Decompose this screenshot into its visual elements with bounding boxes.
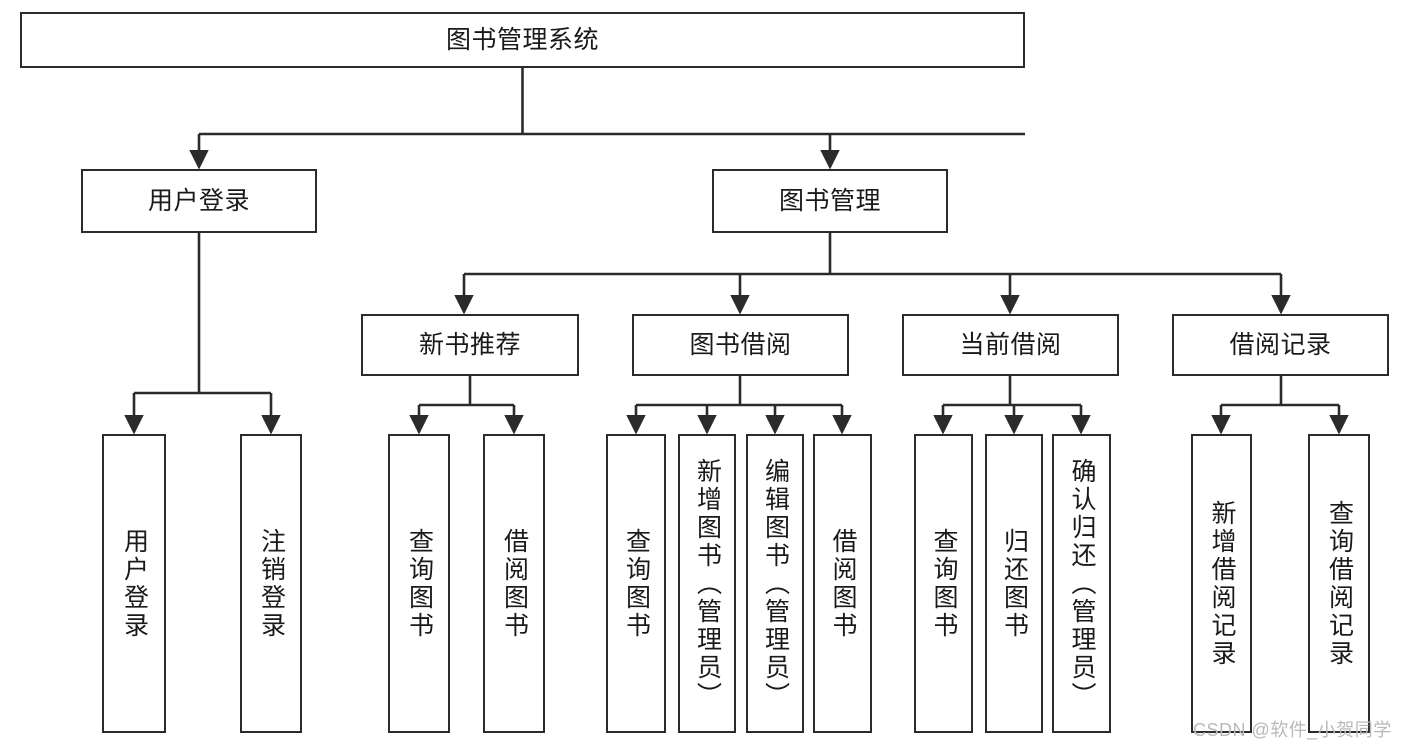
leaf-borrow-do-borrow-book-label: 借阅图书 [829, 527, 857, 640]
leaf-record-query-borrow-record[interactable]: 查询借阅记录 [1308, 434, 1370, 733]
leaf-user-login[interactable]: 用户登录 [102, 434, 166, 733]
leaf-borrow-do-borrow-book[interactable]: 借阅图书 [813, 434, 872, 733]
leaf-current-query-book[interactable]: 查询图书 [914, 434, 973, 733]
node-borrow-record[interactable]: 借阅记录 [1172, 314, 1389, 376]
node-user-login[interactable]: 用户登录 [81, 169, 317, 233]
leaf-current-confirm-return-admin[interactable]: 确认归还（管理员） [1052, 434, 1111, 733]
leaf-record-query-borrow-record-label: 查询借阅记录 [1325, 499, 1354, 668]
leaf-current-return-book[interactable]: 归还图书 [985, 434, 1043, 733]
node-user-login-label: 用户登录 [147, 187, 250, 215]
node-book-management-label: 图书管理 [778, 187, 881, 215]
leaf-current-return-book-label: 归还图书 [1000, 527, 1029, 640]
leaf-borrow-query-book[interactable]: 查询图书 [606, 434, 666, 733]
node-new-book-recommend[interactable]: 新书推荐 [361, 314, 579, 376]
csdn-watermark: CSDN @软件_小贺同学 [1193, 720, 1392, 740]
node-current-borrow-label: 当前借阅 [959, 331, 1062, 359]
leaf-borrow-add-book-admin[interactable]: 新增图书（管理员） [678, 434, 736, 733]
leaf-borrow-edit-book-admin-label: 编辑图书（管理员） [761, 457, 790, 710]
leaf-recommend-borrow-book-label: 借阅图书 [500, 527, 529, 640]
node-borrow-record-label: 借阅记录 [1229, 331, 1332, 359]
leaf-logout[interactable]: 注销登录 [240, 434, 302, 733]
leaf-current-confirm-return-admin-label: 确认归还（管理员） [1068, 457, 1096, 710]
leaf-recommend-borrow-book[interactable]: 借阅图书 [483, 434, 545, 733]
node-root-system[interactable]: 图书管理系统 [20, 12, 1025, 68]
leaf-logout-label: 注销登录 [257, 527, 286, 640]
node-book-management[interactable]: 图书管理 [712, 169, 948, 233]
leaf-recommend-query-book[interactable]: 查询图书 [388, 434, 450, 733]
node-new-book-recommend-label: 新书推荐 [418, 331, 521, 359]
node-root-system-label: 图书管理系统 [445, 26, 599, 54]
leaf-borrow-query-book-label: 查询图书 [622, 527, 651, 640]
node-current-borrow[interactable]: 当前借阅 [902, 314, 1119, 376]
leaf-current-query-book-label: 查询图书 [930, 527, 958, 640]
leaf-borrow-edit-book-admin[interactable]: 编辑图书（管理员） [746, 434, 804, 733]
leaf-record-add-borrow-record-label: 新增借阅记录 [1208, 499, 1236, 668]
leaf-recommend-query-book-label: 查询图书 [405, 527, 434, 640]
leaf-record-add-borrow-record[interactable]: 新增借阅记录 [1191, 434, 1252, 733]
node-book-borrow[interactable]: 图书借阅 [632, 314, 849, 376]
leaf-user-login-label: 用户登录 [120, 527, 149, 640]
leaf-borrow-add-book-admin-label: 新增图书（管理员） [693, 457, 722, 710]
node-book-borrow-label: 图书借阅 [689, 331, 792, 359]
